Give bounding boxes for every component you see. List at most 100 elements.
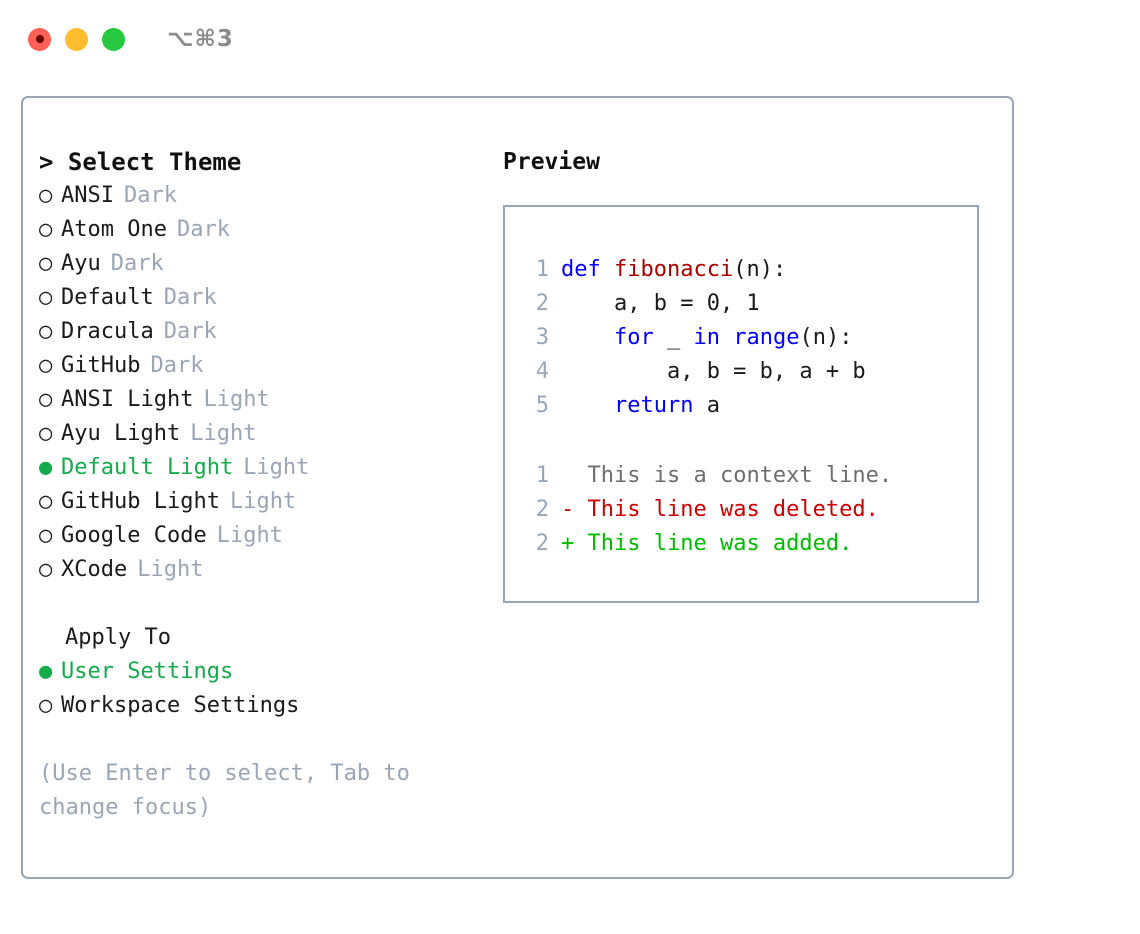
theme-option-label: ANSI Light xyxy=(61,387,194,412)
radio-unselected-icon: ○ xyxy=(39,693,53,718)
diff-line: 2 + This line was added. xyxy=(523,527,971,561)
radio-unselected-icon: ○ xyxy=(39,489,53,514)
code-token: in xyxy=(693,325,720,350)
diff-line-text: This is a context line. xyxy=(587,463,893,488)
theme-variant-tag: Light xyxy=(216,523,283,548)
theme-option-label: Atom One xyxy=(61,217,167,242)
theme-variant-tag: Light xyxy=(229,489,297,514)
radio-unselected-icon: ○ xyxy=(39,353,53,378)
radio-unselected-icon: ○ xyxy=(39,557,53,582)
preview-title: Preview xyxy=(503,149,600,175)
theme-option[interactable]: ○ XCode Light xyxy=(39,553,489,587)
radio-unselected-icon: ○ xyxy=(39,285,53,310)
theme-variant-tag: Light xyxy=(190,421,257,446)
theme-variant-tag: Light xyxy=(243,455,310,480)
maximize-button[interactable] xyxy=(102,27,125,51)
theme-option-label: Default xyxy=(61,285,154,310)
theme-variant-tag: Dark xyxy=(176,217,230,242)
close-button[interactable] xyxy=(28,27,51,51)
diff-marker xyxy=(561,459,588,493)
keyboard-shortcut-label: ⌥⌘3 xyxy=(167,26,234,52)
theme-variant-tag: Dark xyxy=(163,319,217,344)
keyboard-hint-text: (Use Enter to select, Tab to change focu… xyxy=(39,761,410,820)
minimize-button[interactable] xyxy=(65,27,88,51)
diff-line-text: This line was deleted. xyxy=(587,497,879,522)
theme-option-label: XCode xyxy=(61,557,128,582)
radio-unselected-icon: ○ xyxy=(39,183,53,208)
radio-selected-icon: ● xyxy=(39,659,53,684)
theme-option-label: Dracula xyxy=(61,319,154,344)
code-line-text: return a xyxy=(561,389,720,423)
code-token xyxy=(561,325,614,350)
code-token: range xyxy=(733,325,800,350)
line-number: 3 xyxy=(535,325,549,350)
select-theme-heading: > Select Theme xyxy=(39,148,242,176)
line-number: 4 xyxy=(535,359,549,384)
theme-option[interactable]: ○ Default Dark xyxy=(39,281,489,315)
theme-option[interactable]: ○ Dracula Dark xyxy=(39,315,489,349)
apply-to-option[interactable]: ○Workspace Settings xyxy=(39,689,489,723)
theme-option[interactable]: ○ Google Code Light xyxy=(39,519,489,553)
theme-variant-tag: Dark xyxy=(163,285,217,310)
apply-to-heading: Apply To xyxy=(65,625,171,650)
code-line-text: a, b = 0, 1 xyxy=(561,287,760,321)
theme-option[interactable]: ○ GitHub Light Light xyxy=(39,485,489,519)
theme-option[interactable]: ● Default Light Light xyxy=(39,451,489,485)
code-line-text: a, b = b, a + b xyxy=(561,355,866,389)
diff-sample: 1 This is a context line.2- This line wa… xyxy=(523,459,971,561)
code-line: 4 a, b = b, a + b xyxy=(523,355,971,389)
code-line: 3 for _ in range(n): xyxy=(523,321,971,355)
radio-unselected-icon: ○ xyxy=(39,251,53,276)
theme-option-label: Ayu xyxy=(61,251,101,276)
code-line: 2 a, b = 0, 1 xyxy=(523,287,971,321)
line-number: 1 xyxy=(535,257,549,282)
apply-to-option[interactable]: ●User Settings xyxy=(39,655,489,689)
theme-option-label: GitHub Light xyxy=(61,489,220,514)
radio-selected-icon: ● xyxy=(39,455,53,480)
spacer xyxy=(39,587,489,621)
theme-variant-tag: Dark xyxy=(150,353,204,378)
theme-variant-tag: Light xyxy=(137,557,204,582)
theme-option-label: Google Code xyxy=(61,523,207,548)
diff-marker: - xyxy=(561,497,588,522)
line-number: 2 xyxy=(535,531,549,556)
radio-unselected-icon: ○ xyxy=(39,217,53,242)
code-token xyxy=(561,393,614,418)
diff-line-text: This line was added. xyxy=(587,531,853,556)
theme-option[interactable]: ○ Ayu Light Light xyxy=(39,417,489,451)
diff-line: 2- This line was deleted. xyxy=(523,493,971,527)
window-controls xyxy=(28,27,125,51)
radio-unselected-icon: ○ xyxy=(39,421,53,446)
diff-line: 1 This is a context line. xyxy=(523,459,971,493)
diff-marker: + xyxy=(561,531,588,556)
code-token: for xyxy=(613,325,654,350)
line-number: 1 xyxy=(535,463,549,488)
theme-option-label: Default Light xyxy=(61,455,234,480)
code-token xyxy=(720,325,733,350)
radio-unselected-icon: ○ xyxy=(39,319,53,344)
theme-option[interactable]: ○ Atom One Dark xyxy=(39,213,489,247)
code-line-text: for _ in range(n): xyxy=(561,321,852,355)
theme-variant-tag: Dark xyxy=(123,183,177,208)
theme-variant-tag: Light xyxy=(203,387,270,412)
radio-unselected-icon: ○ xyxy=(39,523,53,548)
code-token: return xyxy=(613,393,694,418)
apply-to-list[interactable]: ●User Settings○Workspace Settings xyxy=(39,655,489,723)
code-line: 1 def fibonacci(n): xyxy=(523,253,971,287)
title-bar: ⌥⌘3 xyxy=(0,0,1140,78)
code-token: a, b = b, a + b xyxy=(561,359,866,384)
theme-option-label: Ayu Light xyxy=(61,421,181,446)
close-icon xyxy=(35,35,44,43)
code-token: def xyxy=(561,257,614,282)
code-line-text: def fibonacci(n): xyxy=(561,253,786,287)
line-number: 2 xyxy=(535,497,549,522)
